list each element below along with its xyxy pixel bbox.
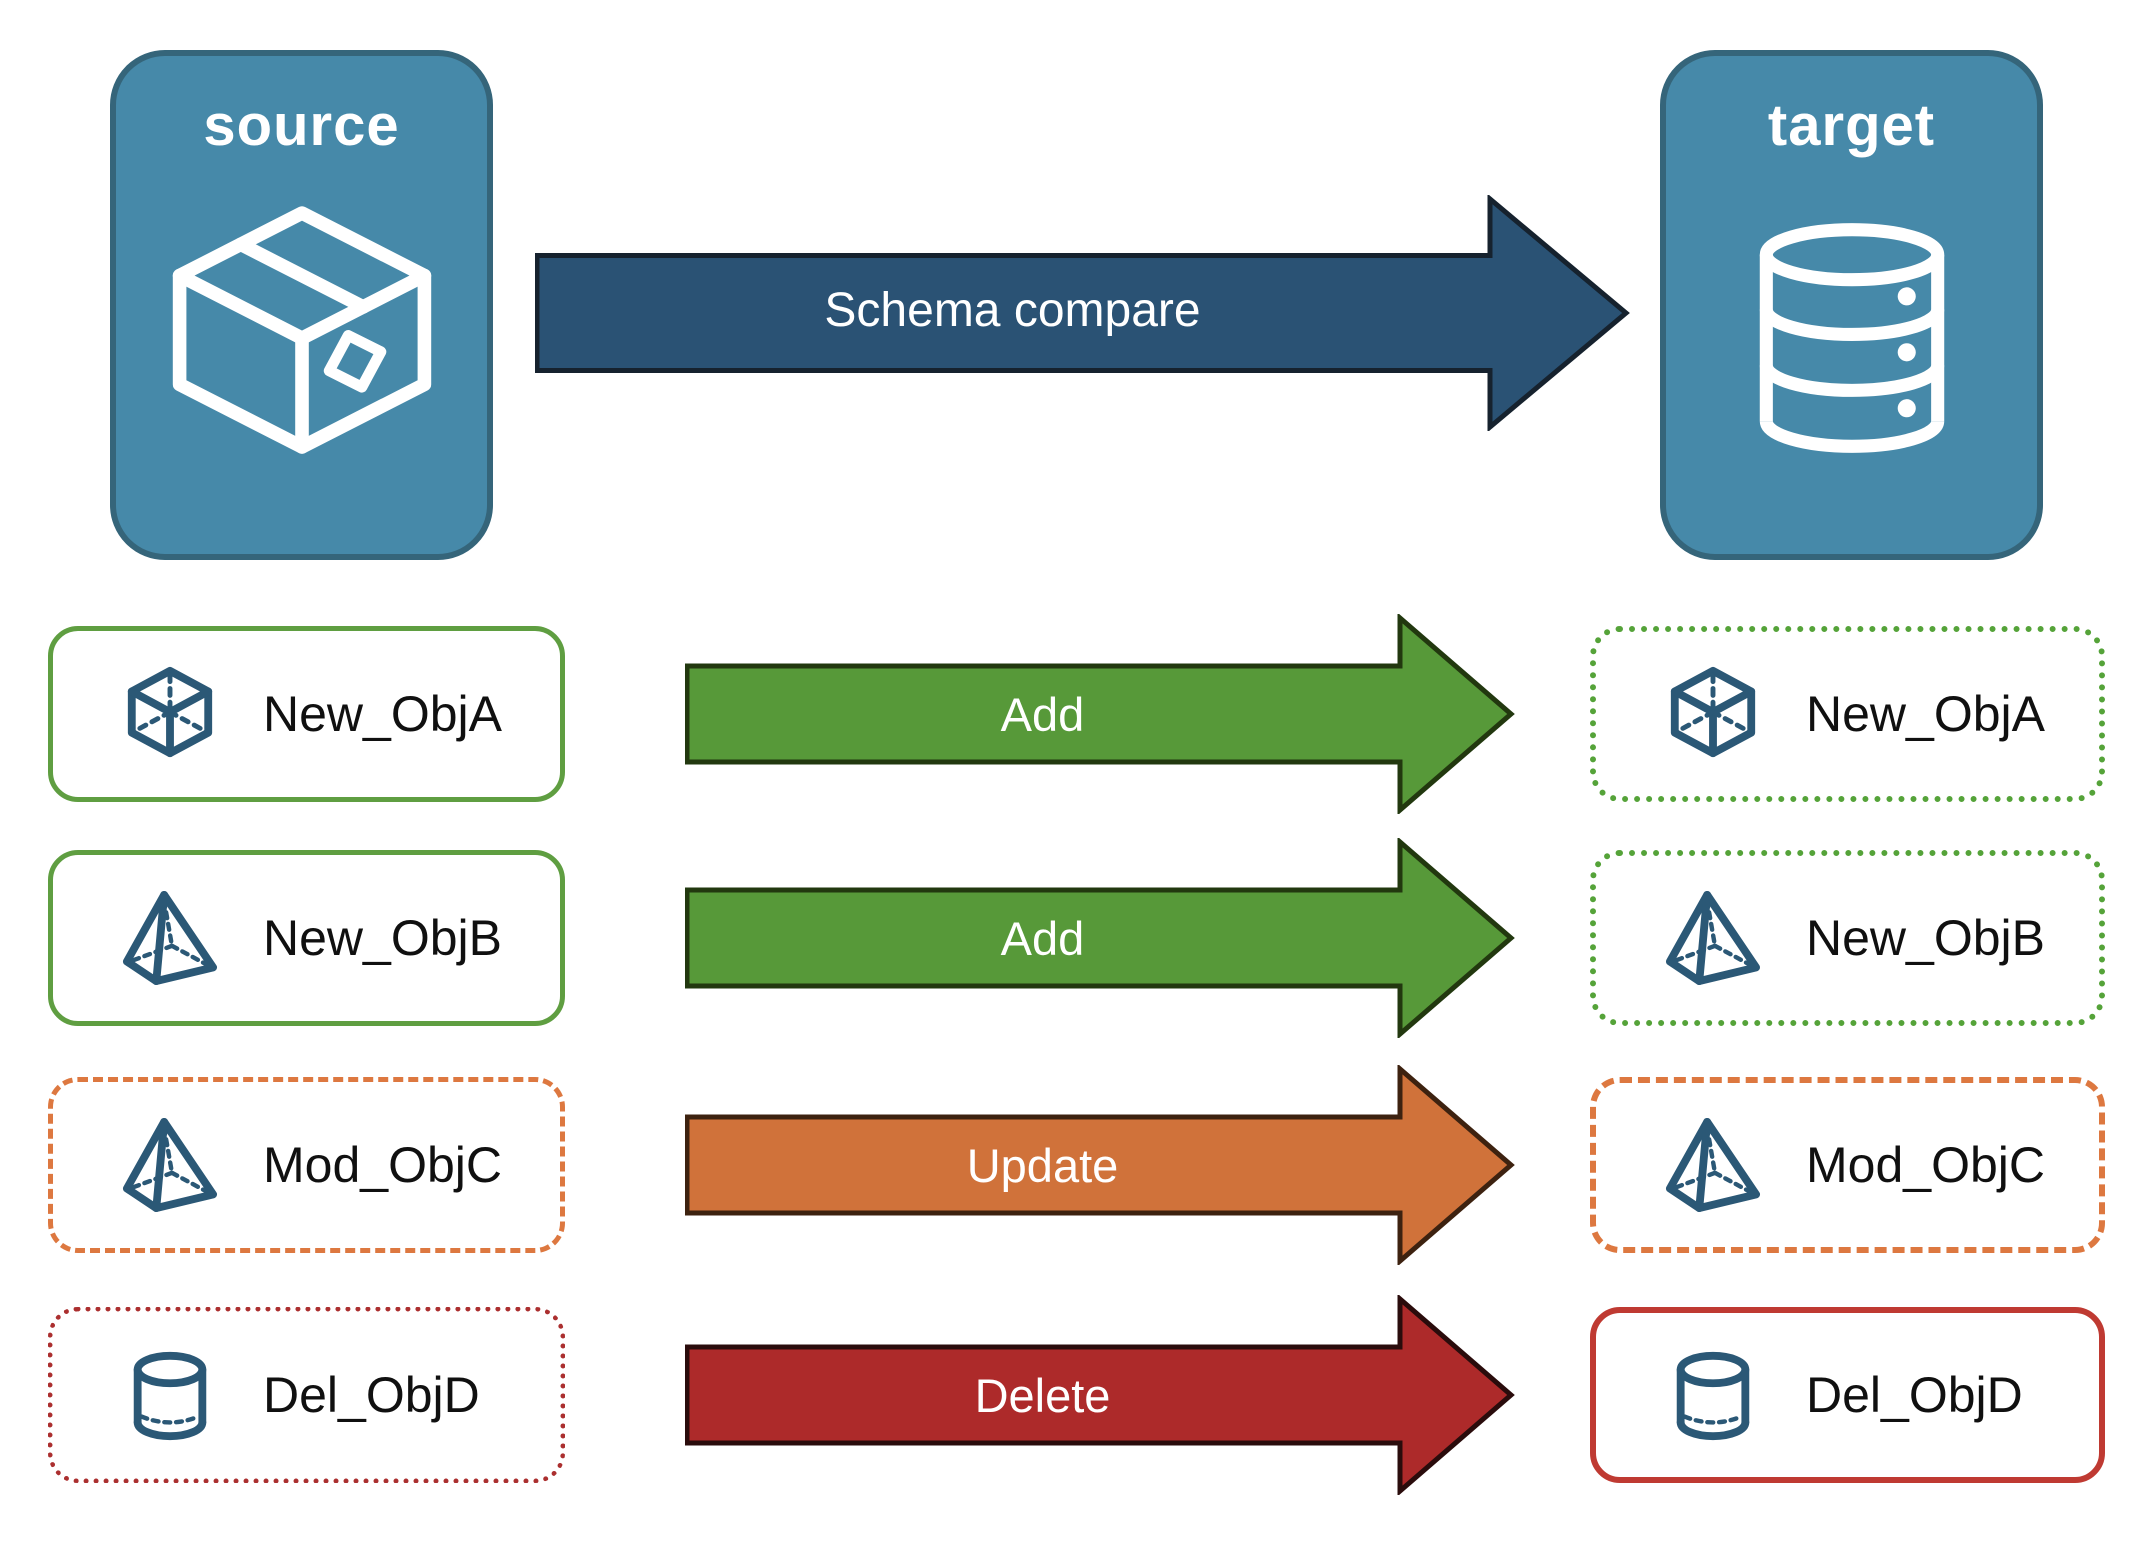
package-icon: [172, 206, 431, 454]
pyramid-icon: [122, 1117, 218, 1213]
object-name: New_ObjA: [1806, 686, 2045, 742]
source-object-box: Del_ObjD: [48, 1307, 565, 1483]
cube-icon: [1670, 666, 1756, 758]
object-name: Del_ObjD: [263, 1367, 480, 1423]
database-icon: [1759, 223, 1944, 453]
cylinder-icon: [133, 1351, 207, 1441]
object-name: Del_ObjD: [1806, 1367, 2023, 1423]
compare-row: Del_ObjD Delete Del_ObjD: [0, 1295, 2150, 1495]
object-name: Mod_ObjC: [1806, 1137, 2045, 1193]
source-object-box: New_ObjA: [48, 626, 565, 802]
target-object-box: Mod_ObjC: [1590, 1077, 2105, 1253]
source-label: source: [203, 93, 400, 158]
schema-compare-arrow: [535, 195, 1630, 431]
object-name: New_ObjA: [263, 686, 502, 742]
source-object-box: New_ObjB: [48, 850, 565, 1026]
cylinder-icon: [1676, 1351, 1750, 1441]
action-arrow: [685, 838, 1515, 1038]
compare-row: New_ObjA Add New_ObjA: [0, 614, 2150, 814]
pyramid-icon: [1665, 890, 1761, 986]
action-label: Update: [966, 1138, 1119, 1192]
schema-compare-label: Schema compare: [824, 284, 1201, 337]
target-node: target: [1660, 50, 2043, 560]
action-arrow: [685, 1295, 1515, 1495]
source-node: source: [110, 50, 493, 560]
source-object-box: Mod_ObjC: [48, 1077, 565, 1253]
action-arrow: [685, 614, 1515, 814]
target-object-box: New_ObjA: [1590, 626, 2105, 802]
action-label: Add: [1000, 911, 1085, 965]
pyramid-icon: [122, 890, 218, 986]
compare-row: New_ObjB Add New_ObjB: [0, 838, 2150, 1038]
target-label: target: [1767, 93, 1936, 158]
object-name: New_ObjB: [1806, 910, 2045, 966]
action-arrow: [685, 1065, 1515, 1265]
target-object-box: New_ObjB: [1590, 850, 2105, 1026]
pyramid-icon: [1665, 1117, 1761, 1213]
object-name: Mod_ObjC: [263, 1137, 502, 1193]
action-label: Add: [1000, 687, 1085, 741]
target-object-box: Del_ObjD: [1590, 1307, 2105, 1483]
action-label: Delete: [974, 1368, 1111, 1422]
compare-row: Mod_ObjC Update Mod_ObjC: [0, 1065, 2150, 1265]
object-name: New_ObjB: [263, 910, 502, 966]
cube-icon: [127, 666, 213, 758]
